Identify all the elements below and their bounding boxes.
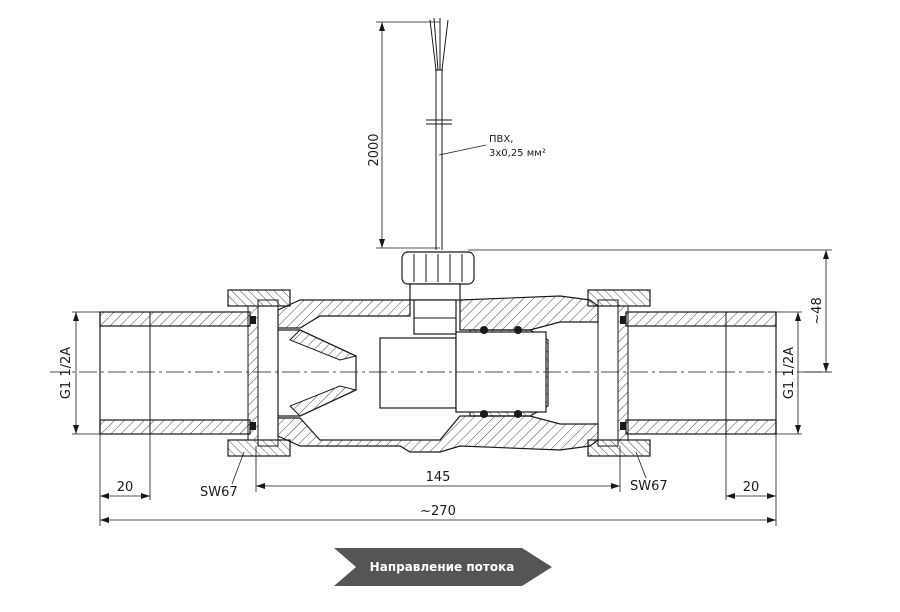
- inner-length-label: 145: [426, 470, 451, 485]
- wrench-left-callout: SW67: [200, 451, 245, 500]
- cable-material-label-line1: ПВХ,: [489, 134, 513, 145]
- end-left-label: 20: [117, 480, 134, 495]
- right-connector-pipe: [625, 311, 777, 435]
- height-label: ~48: [810, 297, 825, 324]
- flow-direction-arrow: Направление потока: [334, 548, 552, 586]
- end-right-dimension: 20: [725, 434, 777, 526]
- thread-right-dimension: G1 1/2A: [776, 311, 802, 435]
- flow-direction-label: Направление потока: [370, 560, 515, 574]
- height-dimension: ~48: [468, 249, 832, 373]
- cable-length-dimension: 2000: [367, 21, 440, 249]
- flow-straightener-cone: [277, 329, 358, 417]
- end-right-label: 20: [743, 480, 760, 495]
- wrench-left-label: SW67: [200, 485, 238, 500]
- cable: [426, 17, 452, 250]
- thread-left-label: G1 1/2A: [59, 347, 74, 399]
- left-union-nut: [227, 289, 291, 457]
- cable-length-label: 2000: [367, 133, 382, 166]
- left-connector-pipe: [99, 311, 251, 435]
- inner-length-dimension: 145: [255, 446, 621, 492]
- wrench-right-callout: SW67: [630, 451, 668, 494]
- flow-arrow-shape: [334, 548, 552, 586]
- wrench-right-label: SW67: [630, 479, 668, 494]
- thread-left-dimension: G1 1/2A: [59, 311, 100, 435]
- cable-material-label-line2: 3х0,25 мм²: [489, 148, 546, 159]
- total-length-dimension: ~270: [100, 504, 776, 523]
- total-length-label: ~270: [420, 504, 456, 519]
- cable-material-callout: ПВХ, 3х0,25 мм²: [438, 134, 546, 159]
- thread-right-label: G1 1/2A: [782, 347, 797, 399]
- end-left-dimension: 20: [99, 434, 151, 526]
- cable-gland: [401, 251, 475, 335]
- right-union-nut: [587, 289, 651, 457]
